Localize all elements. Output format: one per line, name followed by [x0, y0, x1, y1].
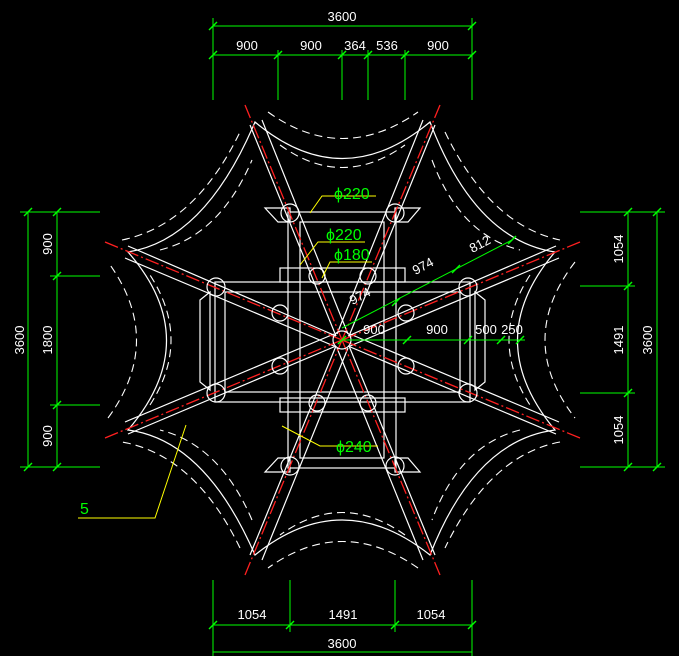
top-total-dimension: 3600	[328, 9, 357, 24]
post-diameter-label-small: ϕ180	[334, 247, 370, 264]
post-diameter-label-inner: ϕ220	[326, 227, 362, 244]
right-dimension-1: 1054	[611, 235, 626, 264]
top-dimension-3: 364	[344, 38, 366, 53]
bottom-dimension-2: 1491	[329, 607, 358, 622]
columns	[206, 203, 478, 476]
left-dimension-1: 900	[40, 233, 55, 255]
post-diameter-label-bottom: ϕ240	[336, 439, 372, 456]
left-dimension-3: 900	[40, 425, 55, 447]
bottom-total-dimension: 3600	[328, 636, 357, 651]
right-dimension-2: 1491	[611, 326, 626, 355]
top-dimension-2: 900	[300, 38, 322, 53]
right-total-dimension: 3600	[640, 326, 655, 355]
top-dimension-1: 900	[236, 38, 258, 53]
detail-callout-number: 5	[80, 501, 89, 518]
bottom-dimension-3: 1054	[417, 607, 446, 622]
radial-rafters	[124, 119, 560, 561]
right-dimension-3: 1054	[611, 416, 626, 445]
center-dimension-2: 900	[426, 322, 448, 337]
center-dimension-3: 500	[475, 322, 497, 337]
diagonal-dimension-2: 974	[410, 254, 436, 277]
center-row-dimensions: 900 900 500 250	[337, 322, 525, 345]
right-dimension-chain: 1054 1491 1054 3600	[580, 207, 665, 472]
top-dimension-chain: 3600 900 900 364 536 900	[208, 9, 477, 100]
top-dimension-5: 900	[427, 38, 449, 53]
diameter-annotations: ϕ220 ϕ220 ϕ180 ϕ240	[281, 186, 378, 456]
left-dimension-chain: 3600 900 1800 900	[12, 207, 100, 472]
center-dimension-4: 250	[501, 322, 523, 337]
detail-callout: 5	[78, 424, 187, 519]
bottom-dimension-1: 1054	[238, 607, 267, 622]
left-dimension-2: 1800	[40, 326, 55, 355]
center-dimension-1: 900	[363, 322, 385, 337]
top-dimension-4: 536	[376, 38, 398, 53]
bottom-dimension-chain: 1054 1491 1054 3600	[208, 580, 477, 656]
post-diameter-label-top: ϕ220	[334, 186, 370, 203]
left-total-dimension: 3600	[12, 326, 27, 355]
